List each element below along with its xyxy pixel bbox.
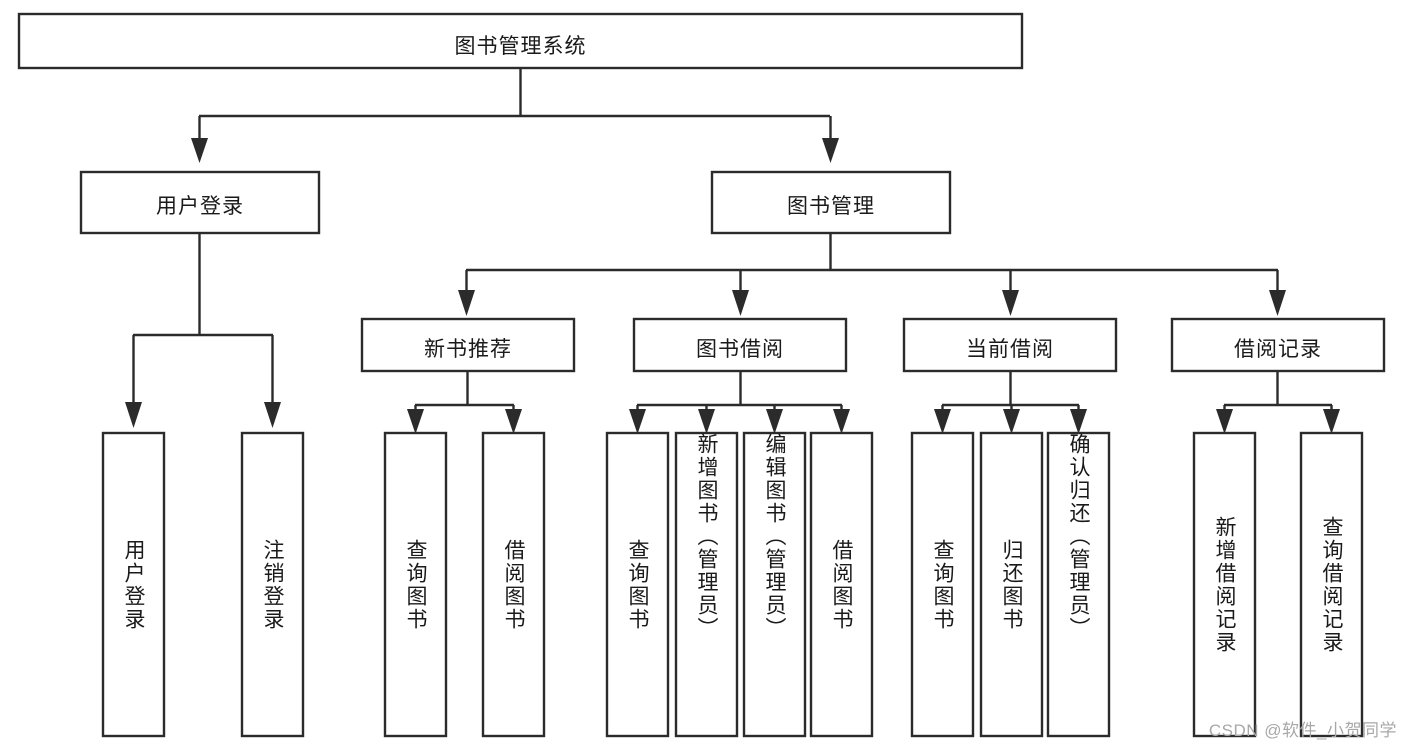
node-box-leaf-borrow-book-2[interactable] (809, 431, 874, 738)
csdn-watermark: CSDN @软件_小贺同学 (1208, 721, 1397, 740)
node-box-user-login[interactable] (79, 170, 321, 235)
node-box-leaf-borrow-book-1[interactable] (481, 431, 546, 738)
node-box-current-borrow[interactable] (902, 317, 1118, 373)
node-box-book-borrow[interactable] (632, 317, 848, 373)
arrowhead-leaf-add-record (1216, 409, 1233, 434)
arrowhead-leaf-query-book-1 (407, 409, 424, 434)
node-box-leaf-query-record[interactable] (1299, 431, 1364, 738)
arrowhead-leaf-query-book-2 (629, 409, 646, 434)
arrowhead-leaf-user-login (125, 402, 142, 428)
node-box-leaf-query-book-2[interactable] (605, 431, 670, 738)
node-box-leaf-return-book[interactable] (979, 431, 1044, 738)
node-box-leaf-logout-login[interactable] (240, 431, 305, 738)
node-box-leaf-edit-book[interactable] (742, 431, 807, 738)
node-box-leaf-user-login[interactable] (101, 431, 166, 738)
node-box-root[interactable] (17, 12, 1024, 70)
arrowhead-leaf-return-book (1003, 409, 1020, 434)
node-box-leaf-query-book-3[interactable] (910, 431, 975, 738)
arrowhead-leaf-logout-login (264, 402, 281, 428)
arrowhead-to-borrow-record (1269, 290, 1286, 316)
arrowhead-to-user-login (191, 138, 208, 163)
arrowhead-leaf-query-book-3 (934, 409, 951, 434)
arrowhead-leaf-add-book (698, 409, 715, 434)
arrowhead-to-book-manage (822, 138, 839, 163)
node-box-leaf-add-record[interactable] (1192, 431, 1257, 738)
node-box-borrow-record[interactable] (1170, 317, 1386, 373)
arrowhead-to-book-borrow (732, 290, 749, 316)
node-box-leaf-confirm-return[interactable] (1046, 431, 1111, 738)
node-box-book-manage[interactable] (710, 170, 952, 235)
node-box-leaf-query-book-1[interactable] (383, 431, 448, 738)
arrowhead-leaf-confirm-return (1070, 409, 1087, 434)
arrowhead-to-new-book-recommend (458, 290, 475, 316)
node-box-leaf-add-book[interactable] (674, 431, 739, 738)
arrowhead-leaf-edit-book (766, 409, 783, 434)
arrowhead-leaf-borrow-book-1 (505, 409, 522, 434)
arrowhead-leaf-borrow-book-2 (833, 409, 850, 434)
arrowhead-to-current-borrow (1002, 290, 1019, 316)
node-box-new-book-recommend[interactable] (360, 317, 576, 373)
arrowhead-leaf-query-record (1323, 409, 1340, 434)
